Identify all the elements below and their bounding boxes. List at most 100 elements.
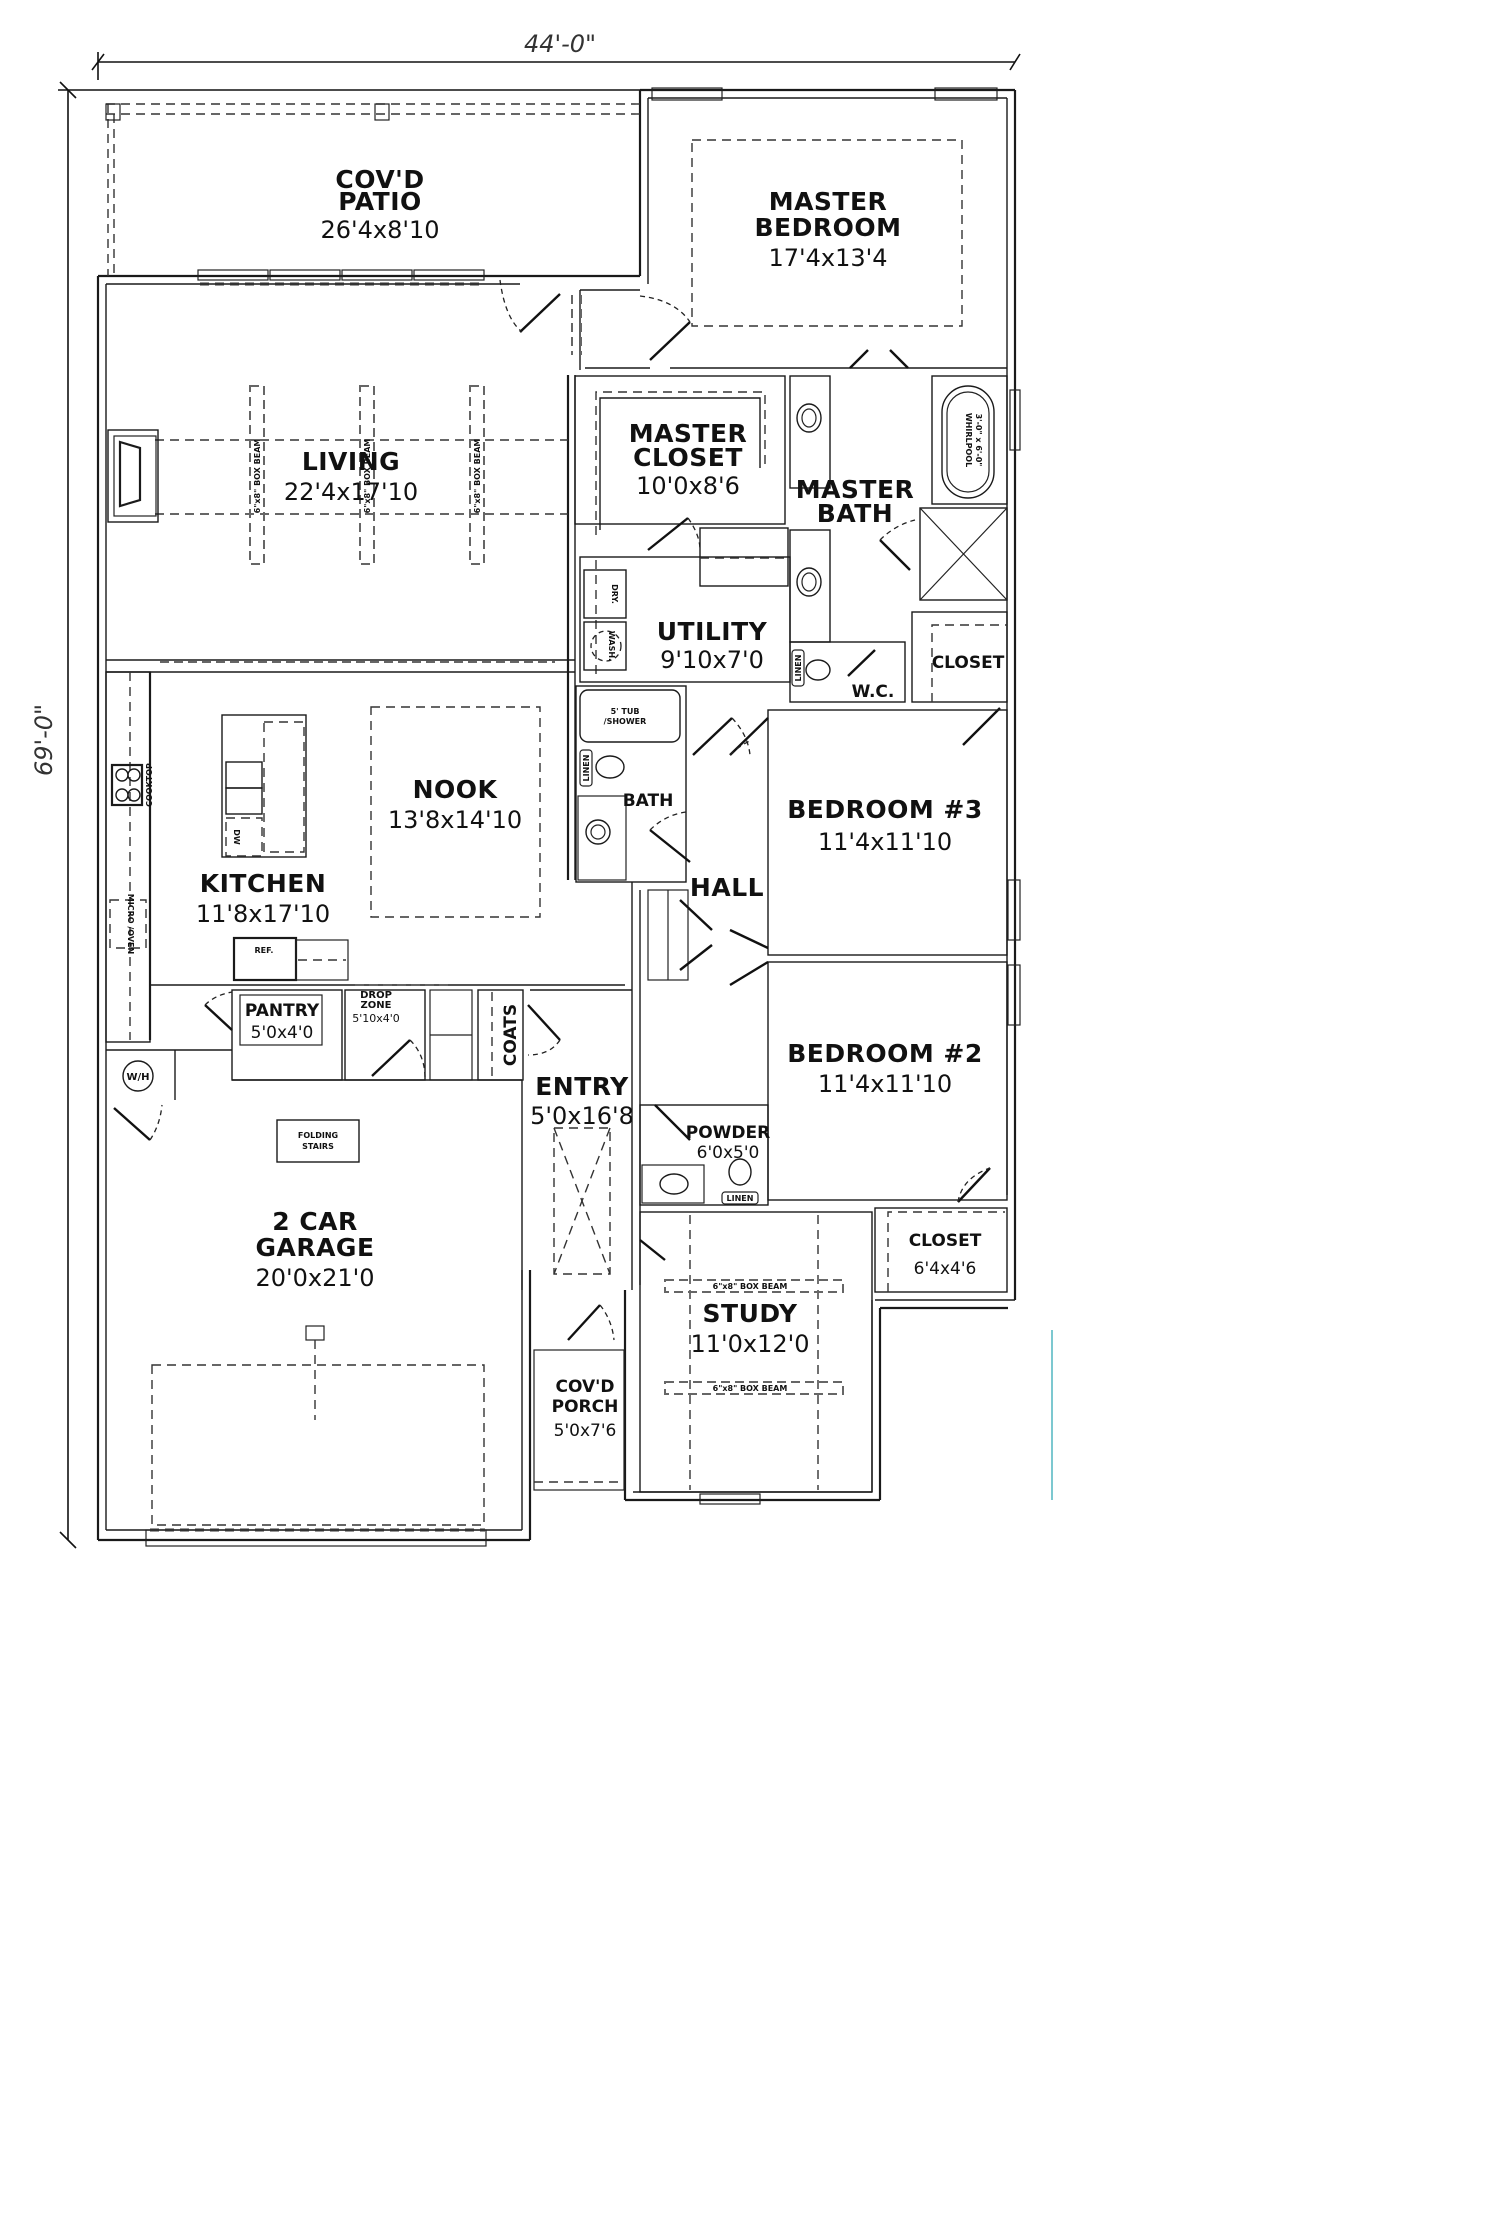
room-size-kitchen: 11'8x17'10 <box>196 900 330 928</box>
covered-porch <box>533 1349 625 1491</box>
linen-label-wc: LINEN <box>794 655 803 682</box>
bath: 5' TUB /SHOWER LINEN <box>575 685 691 883</box>
sink-icon <box>796 567 822 597</box>
pantry <box>204 989 343 1081</box>
room-label-porch: COV'D <box>556 1377 615 1397</box>
room-label-living: LIVING <box>302 447 400 476</box>
kitchen: COOKTOP MICRO /OVEN DW REF. <box>105 671 625 1043</box>
room-size-pantry: 5'0x4'0 <box>251 1023 314 1043</box>
room-label-master-bedroom: MASTER <box>769 187 888 216</box>
bedroom-3 <box>729 709 1021 956</box>
oven-icon <box>109 899 147 949</box>
dishwasher-label: DW <box>232 829 241 845</box>
water-heater-icon <box>122 1060 154 1092</box>
room-label-master-bedroom-2: BEDROOM <box>754 213 901 242</box>
cooktop-label: COOKTOP <box>145 763 154 807</box>
room-label-drop-zone-2: ZONE <box>361 1000 392 1011</box>
box-beam-label-study-1: 6"x8" BOX BEAM <box>713 1282 788 1291</box>
sink-icon <box>796 403 822 433</box>
dryer-label: DRY. <box>610 584 619 604</box>
room-label-closet-2: CLOSET <box>909 1231 982 1251</box>
dryer-icon <box>583 569 627 619</box>
toilet-icon <box>595 755 625 779</box>
room-size-patio: 26'4x8'10 <box>320 216 439 244</box>
room-size-nook: 13'8x14'10 <box>388 806 522 834</box>
dishwasher-icon <box>225 817 263 857</box>
wc-closet <box>911 611 1008 746</box>
folding-stairs-label-2: STAIRS <box>302 1142 334 1151</box>
room-label-master-bath-2: BATH <box>817 499 893 528</box>
living-room: 6"x8" BOX BEAM 6"x8" BOX BEAM 6"x8" BOX … <box>106 375 576 880</box>
room-label-master-closet: MASTER <box>629 419 748 448</box>
tub-label: 5' TUB <box>611 707 640 716</box>
washer-icon <box>583 621 627 671</box>
powder-room: LINEN <box>639 1104 769 1206</box>
bathtub-icon <box>579 689 681 743</box>
utility-room: DRY. WASH. <box>579 527 791 756</box>
room-size-entry: 5'0x16'8 <box>530 1102 634 1130</box>
room-label-patio-2: PATIO <box>338 187 422 216</box>
room-label-nook: NOOK <box>413 775 499 804</box>
dimension-width: 44'-0" <box>91 30 1021 80</box>
linen-label-bath: LINEN <box>582 755 591 782</box>
fireplace-icon <box>107 429 159 523</box>
room-label-wc: W.C. <box>852 682 895 702</box>
room-label-bedroom-2: BEDROOM #2 <box>787 1039 983 1068</box>
room-label-master-closet-2: CLOSET <box>633 443 743 472</box>
room-size-study: 11'0x12'0 <box>690 1330 809 1358</box>
whirlpool-size-label: 3'-0" x 6'-0" <box>974 414 983 467</box>
box-beam-2 <box>359 385 375 565</box>
width-dimension-label: 44'-0" <box>524 30 596 58</box>
folding-stairs-icon <box>276 1119 360 1163</box>
room-size-porch: 5'0x7'6 <box>554 1421 617 1441</box>
room-label-master-bath: MASTER <box>796 475 915 504</box>
room-size-master-bedroom: 17'4x13'4 <box>768 244 887 272</box>
room-label-powder: POWDER <box>686 1123 770 1143</box>
whirlpool-label: WHIRLPOOL <box>964 413 973 467</box>
room-size-drop-zone: 5'10x4'0 <box>352 1012 400 1025</box>
refrigerator-icon <box>232 936 349 982</box>
room-label-drop-zone: DROP <box>360 990 392 1001</box>
room-label-study: STUDY <box>703 1299 798 1328</box>
room-label-hall: HALL <box>690 873 764 902</box>
dimension-depth: 69'-0" <box>30 81 640 1549</box>
room-label-coats: COATS <box>501 1004 521 1066</box>
garage: W/H FOLDING STAIRS <box>106 1049 523 1547</box>
room-label-garage-2: GARAGE <box>255 1233 374 1262</box>
entry <box>530 989 632 1341</box>
kitchen-sink-icon <box>225 761 263 815</box>
room-label-utility: UTILITY <box>657 617 768 646</box>
room-size-bedroom-3: 11'4x11'10 <box>818 828 952 856</box>
room-label-wc-closet: CLOSET <box>932 653 1005 673</box>
closet-2 <box>874 1207 1008 1293</box>
water-heater-label: W/H <box>126 1072 149 1083</box>
room-label-pantry: PANTRY <box>245 1001 320 1021</box>
box-beam-study-1 <box>664 1279 844 1293</box>
box-beam-1 <box>249 385 265 565</box>
whirlpool-tub-icon <box>941 385 995 499</box>
room-size-garage: 20'0x21'0 <box>255 1264 374 1292</box>
depth-dimension-label: 69'-0" <box>30 704 58 776</box>
room-label-kitchen: KITCHEN <box>200 869 327 898</box>
box-beam-study-2 <box>664 1381 844 1395</box>
micro-oven-label: MICRO /OVEN <box>126 894 135 954</box>
door-patio[interactable] <box>519 293 561 333</box>
sink-icon <box>577 795 627 881</box>
toilet-icon <box>728 1158 752 1186</box>
cooktop-icon <box>110 763 144 807</box>
toilet-icon <box>805 659 831 681</box>
sink-icon <box>659 1173 689 1195</box>
room-label-bath: BATH <box>623 791 674 811</box>
floor-plan: 44'-0" 69'-0" <box>30 30 1053 1549</box>
patio-outline <box>105 103 640 276</box>
room-size-master-closet: 10'0x8'6 <box>636 472 740 500</box>
nook <box>370 706 541 918</box>
room-size-utility: 9'10x7'0 <box>660 646 764 674</box>
room-label-porch-2: PORCH <box>552 1397 619 1417</box>
room-size-living: 22'4x17'10 <box>284 478 418 506</box>
room-label-garage: 2 CAR <box>272 1207 358 1236</box>
room-size-closet-2: 6'4x4'6 <box>914 1259 977 1279</box>
box-beam-label-3: 6"x8" BOX BEAM <box>473 439 482 514</box>
master-bath: WHIRLPOOL 3'-0" x 6'-0" <box>789 375 1021 643</box>
hall <box>631 882 713 1290</box>
